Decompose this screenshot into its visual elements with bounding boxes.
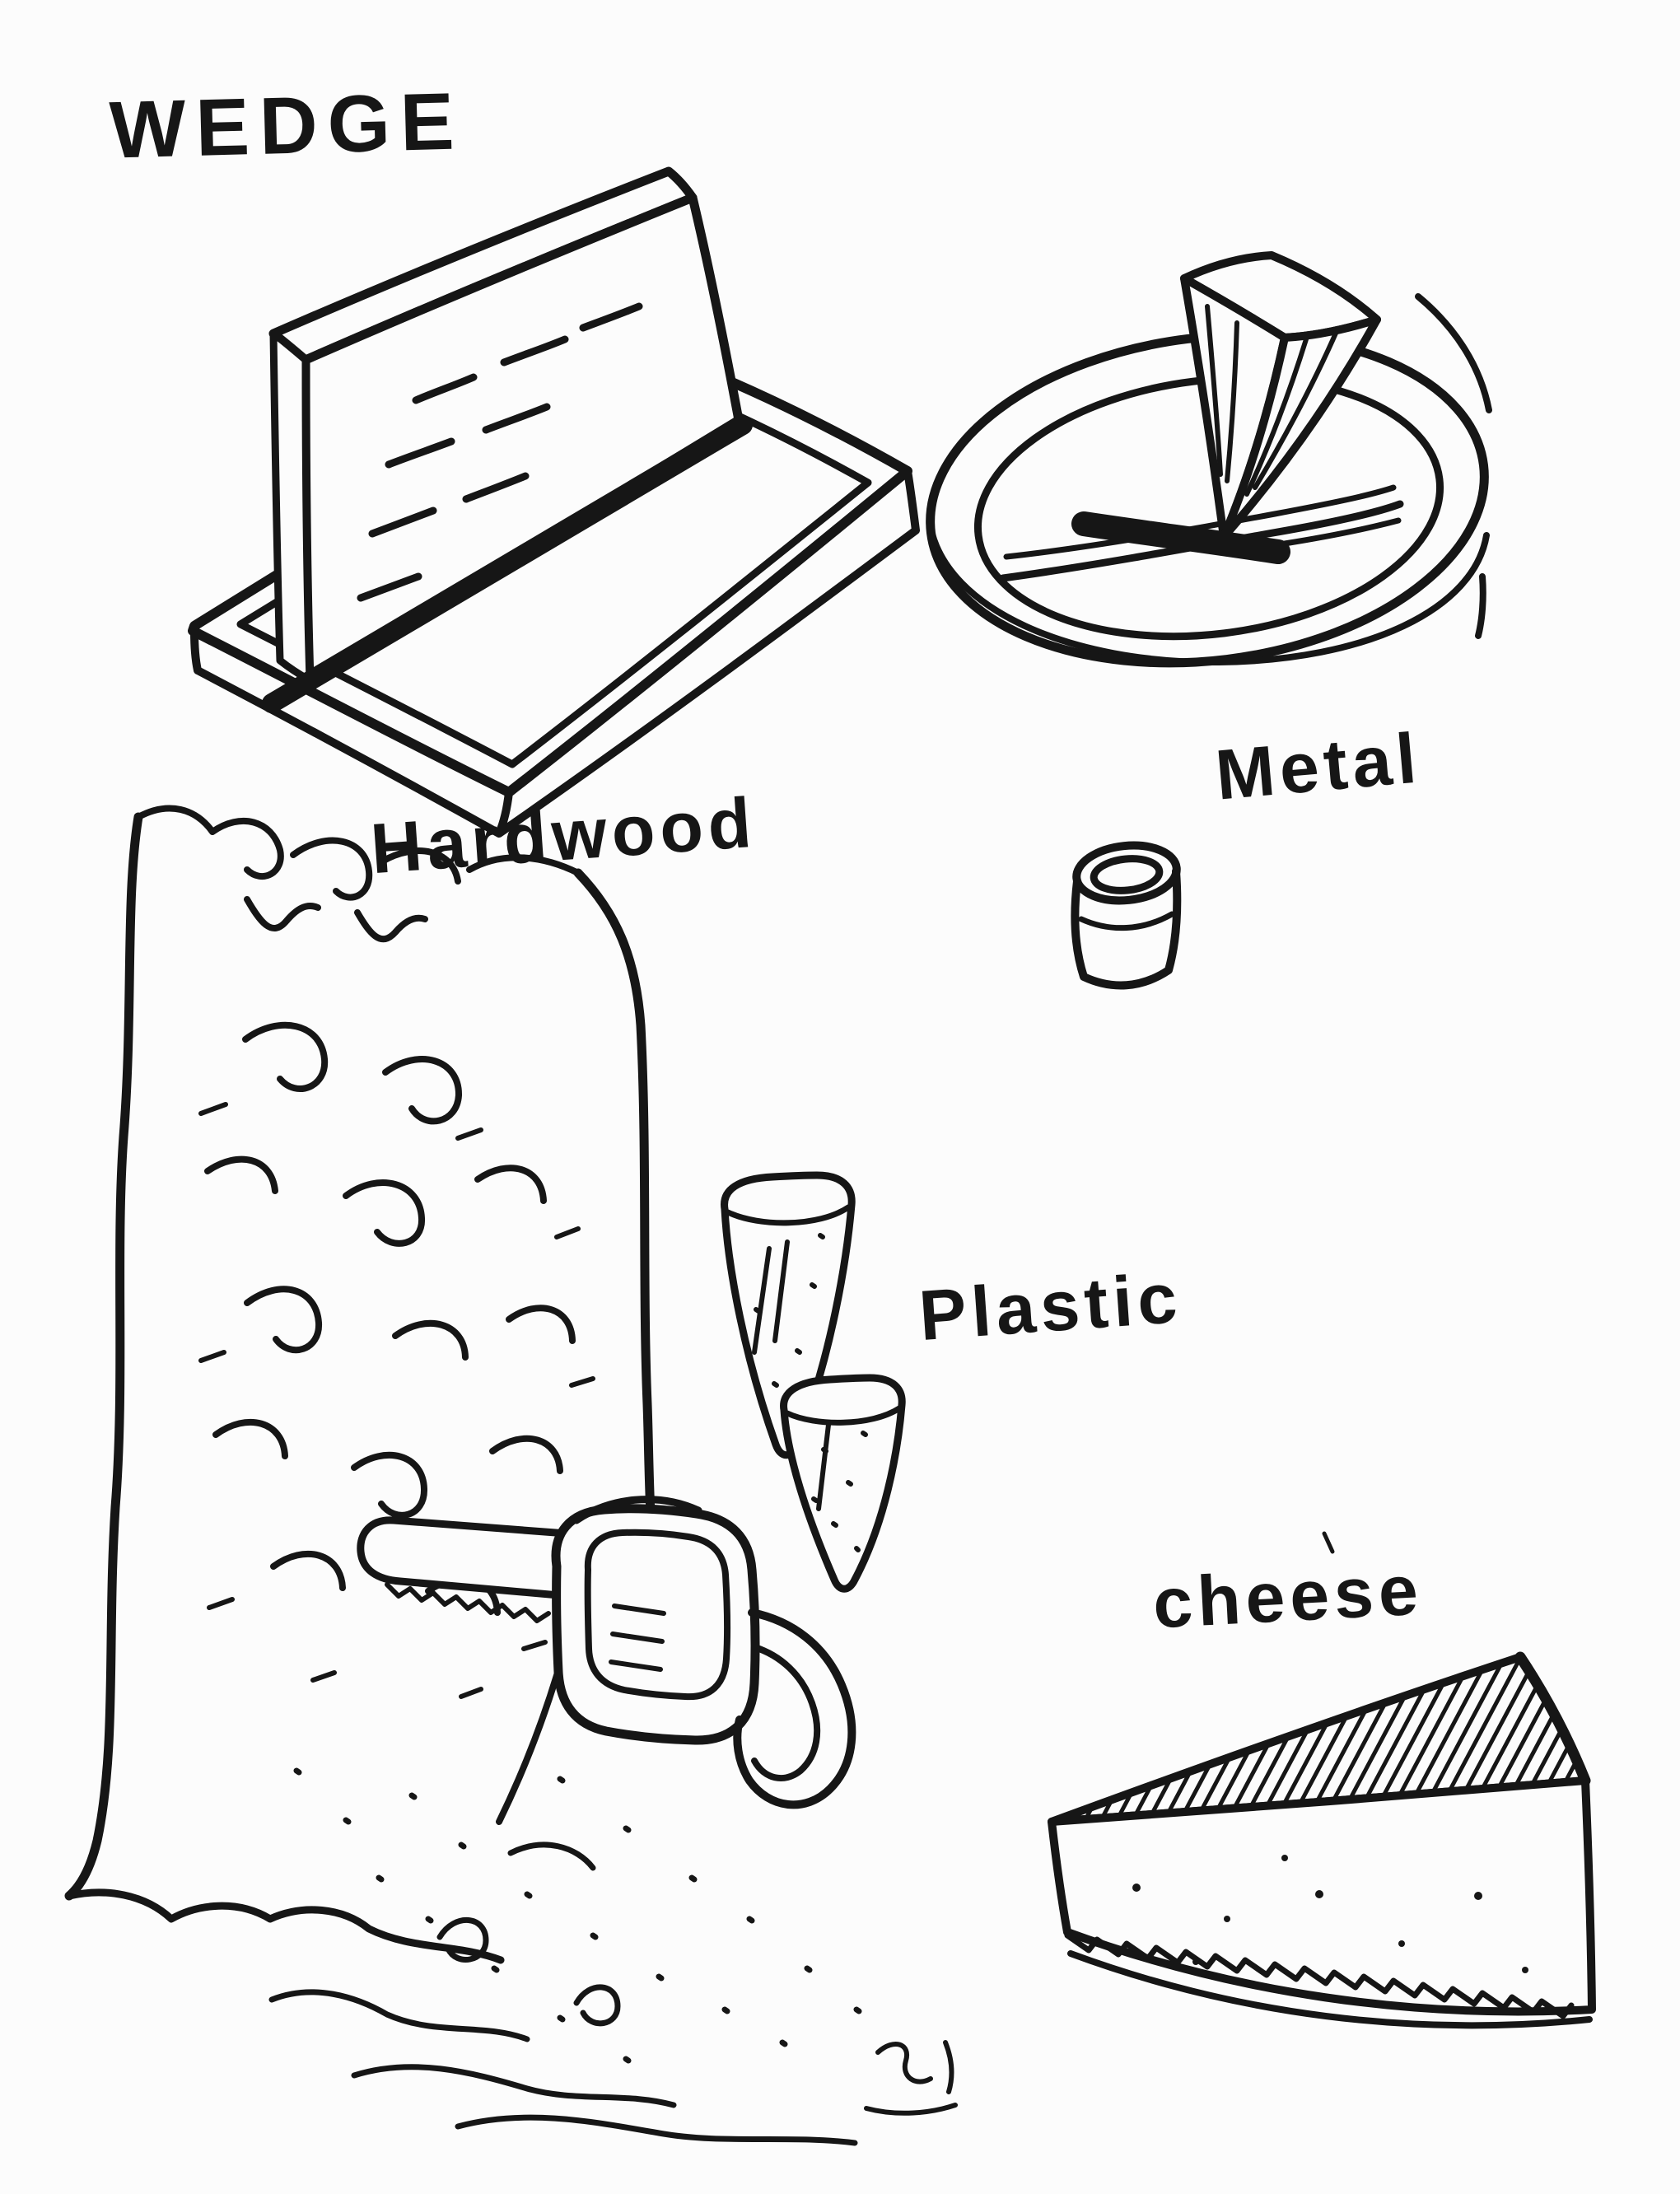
page-title: WEDGE bbox=[108, 75, 465, 175]
stray-tick bbox=[1322, 1531, 1335, 1554]
trunk-right-edge bbox=[573, 868, 656, 1533]
plastic-wedge-2 bbox=[780, 1374, 906, 1593]
stump-lip bbox=[927, 293, 1492, 666]
cheese-label: cheese bbox=[1150, 1550, 1425, 1644]
artist-signature bbox=[864, 2040, 958, 2116]
cheese-top-hatching bbox=[1052, 1657, 1585, 1822]
hardwood-wedge-drawing bbox=[188, 166, 920, 838]
saw-rear-handle-inner bbox=[751, 1644, 821, 1781]
plastic-wedge-1 bbox=[721, 1171, 856, 1459]
hardwood-wedge-side-face bbox=[269, 329, 314, 684]
hardwood-wedge-front-face bbox=[301, 193, 744, 685]
small-cylinder-drawing bbox=[1071, 841, 1182, 990]
wood-grain-dashes bbox=[357, 302, 643, 602]
stump-grain-2 bbox=[1003, 484, 1402, 560]
plastic-wedge-1-texture bbox=[752, 1233, 825, 1388]
saw-rear-handle bbox=[733, 1608, 856, 1809]
sawdust-curls bbox=[268, 1842, 858, 2146]
plastic-wedge-2-texture bbox=[811, 1422, 868, 1552]
cylinder-sides bbox=[1071, 867, 1182, 990]
guide-bar bbox=[357, 1516, 572, 1600]
chain-teeth bbox=[385, 1582, 551, 1623]
cheese-bottom-line bbox=[1067, 1950, 1593, 2029]
plastic-wedge-2-top-edge bbox=[784, 1405, 903, 1426]
root-flare-ground bbox=[65, 1888, 505, 1964]
bark-flecks bbox=[198, 1102, 595, 1699]
tree-trunk-drawing bbox=[64, 805, 656, 1964]
saw-housing-inner bbox=[584, 1529, 731, 1701]
sawdust-dots bbox=[293, 1767, 862, 2064]
trunk-left-edge bbox=[64, 812, 143, 1901]
cylinder-top bbox=[1072, 841, 1181, 905]
cylinder-band bbox=[1078, 911, 1175, 931]
bark-squiggles bbox=[204, 1021, 576, 1616]
metal-wedge-side-face bbox=[1220, 315, 1381, 541]
saw-top-handle bbox=[572, 1496, 702, 1524]
metal-wedge-shading bbox=[1205, 304, 1340, 497]
stump-inner-ring bbox=[973, 374, 1444, 641]
cylinder-opening bbox=[1090, 855, 1164, 894]
cheese-rind-zigzag bbox=[1064, 1932, 1575, 2019]
block-slot bbox=[262, 415, 753, 713]
trunk-top-stub bbox=[135, 805, 581, 942]
metal-wedge-drawing bbox=[926, 251, 1492, 668]
block-sides bbox=[190, 467, 920, 838]
cheese-wedge-drawing bbox=[1048, 1531, 1596, 2029]
cheese-back-edge bbox=[1514, 1651, 1591, 1786]
chainsaw-drawing bbox=[357, 1496, 856, 1809]
plastic-wedge-1-top-edge bbox=[725, 1204, 852, 1226]
sawdust-scribbles bbox=[268, 1767, 958, 2146]
stump-crack bbox=[1071, 511, 1290, 564]
plastic-wedges-drawing bbox=[721, 1171, 906, 1593]
saw-vents bbox=[609, 1603, 666, 1672]
